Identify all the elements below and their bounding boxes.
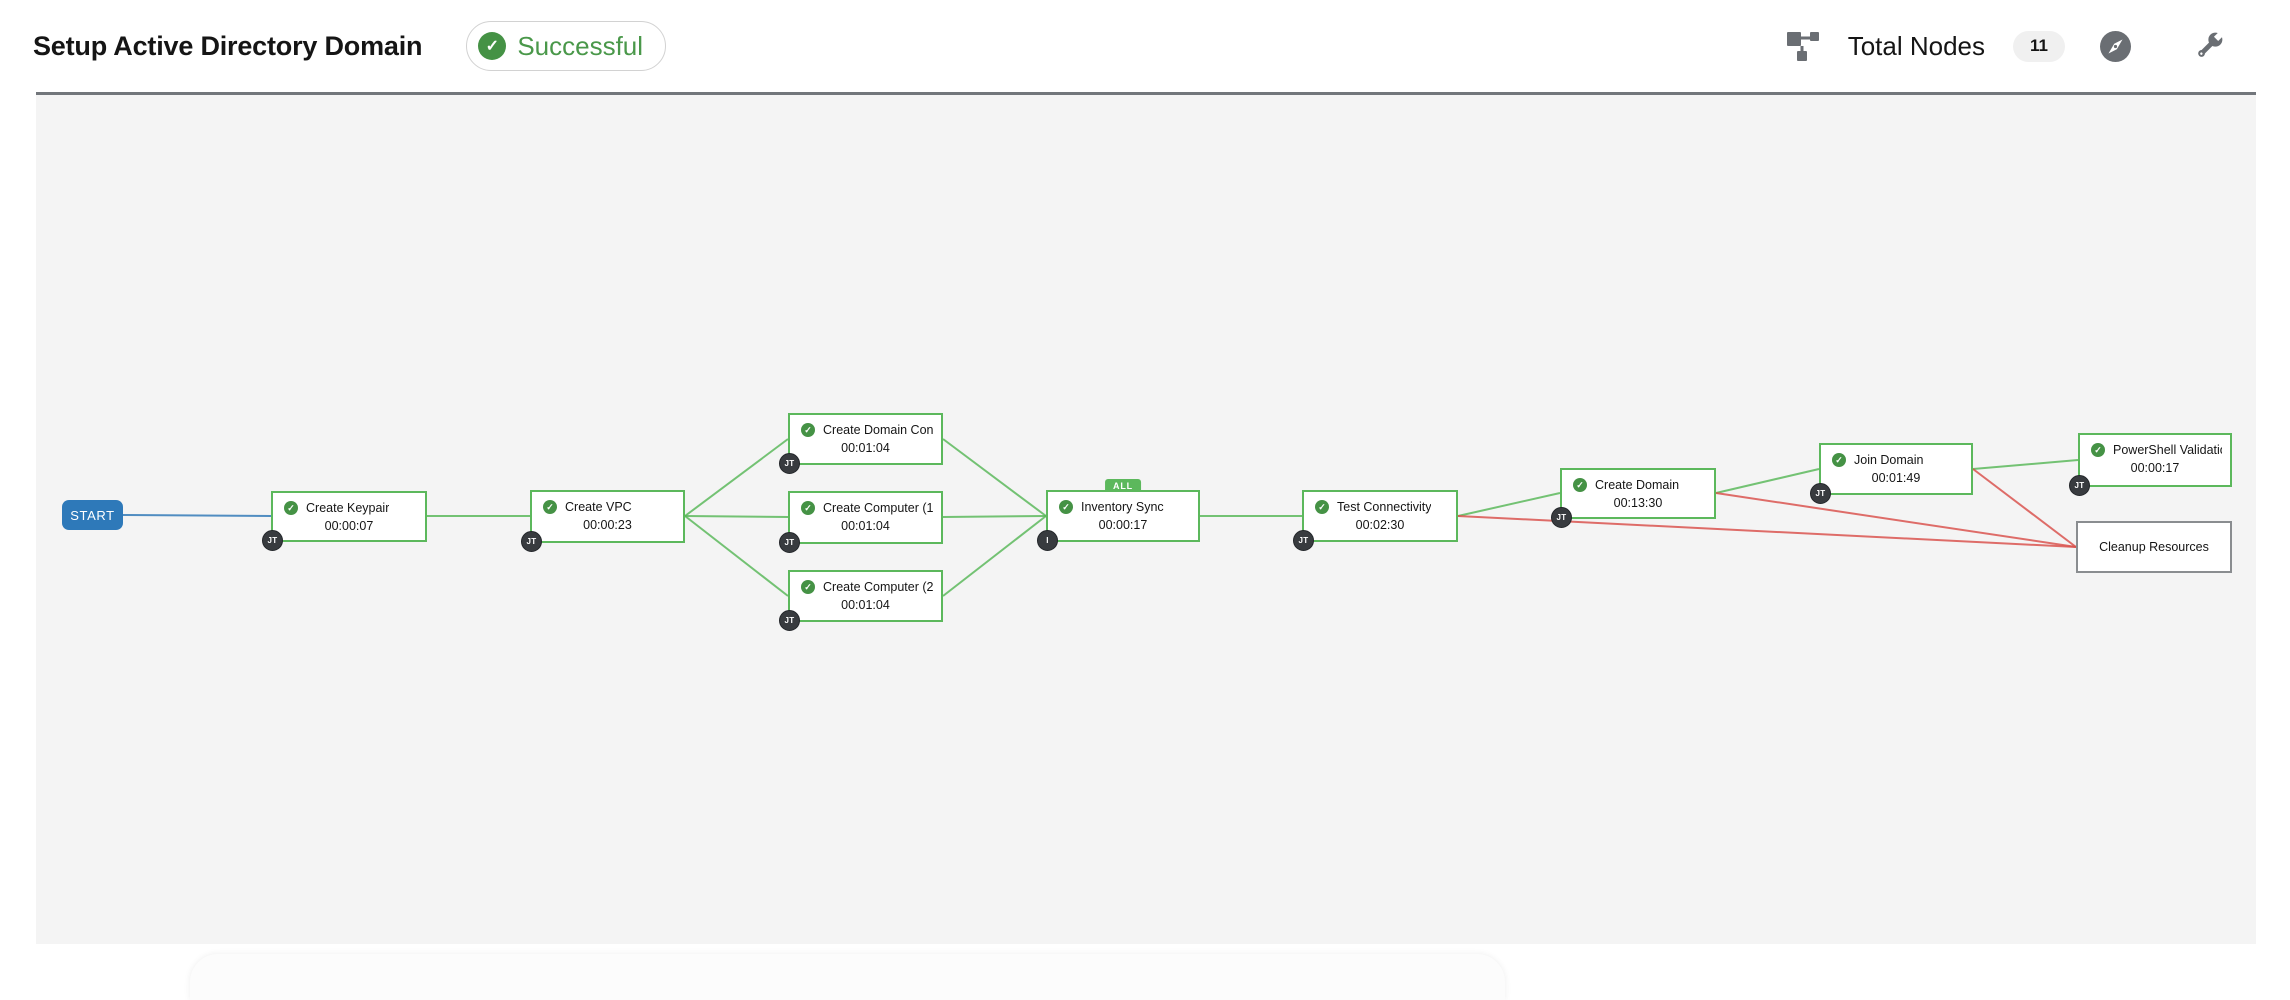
node-elapsed-time: 00:02:30 xyxy=(1355,518,1405,532)
convergence-all-badge: ALL xyxy=(1105,479,1141,492)
node-type-badge: JT xyxy=(521,531,542,552)
node-type-badge: JT xyxy=(779,532,800,553)
workflow-output-header: Setup Active Directory Domain ✓ Successf… xyxy=(0,0,2290,92)
status-success-icon: ✓ xyxy=(543,500,557,514)
workflow-edge-success xyxy=(942,438,1047,517)
workflow-edges xyxy=(122,438,2079,597)
status-badge: ✓ Successful xyxy=(466,21,667,71)
wrench-tools-button[interactable] xyxy=(2192,29,2226,63)
node-type-badge: JT xyxy=(1293,530,1314,551)
node-name: Inventory Sync xyxy=(1081,500,1164,514)
workflow-edge-success xyxy=(684,438,789,517)
status-success-icon: ✓ xyxy=(1059,500,1073,514)
workflow-start-node: START xyxy=(62,500,123,530)
status-label: Successful xyxy=(517,30,644,61)
workflow-node-cleanup-resources[interactable]: Cleanup Resources xyxy=(2076,521,2232,573)
node-type-badge: JT xyxy=(1810,483,1831,504)
status-success-icon: ✓ xyxy=(801,423,815,437)
node-type-badge: JT xyxy=(262,530,283,551)
workflow-edge-success xyxy=(1972,459,2079,470)
node-elapsed-time: 00:13:30 xyxy=(1613,496,1663,510)
status-success-icon: ✓ xyxy=(1832,453,1846,467)
status-success-icon: ✓ xyxy=(1315,500,1329,514)
header-right-group: Total Nodes 11 xyxy=(1786,29,2226,63)
sitemap-icon xyxy=(1786,31,1820,62)
status-success-icon: ✓ xyxy=(801,501,815,515)
node-name: Create Domain xyxy=(1595,478,1680,492)
node-name: PowerShell Validation xyxy=(2113,443,2222,457)
node-elapsed-time: 00:00:17 xyxy=(1098,518,1148,532)
bottom-panel-edge xyxy=(190,954,1505,1000)
page-title: Setup Active Directory Domain xyxy=(33,30,423,61)
node-elapsed-time: 00:01:49 xyxy=(1871,471,1921,485)
success-check-icon: ✓ xyxy=(478,32,507,60)
node-elapsed-time: 00:01:04 xyxy=(841,441,890,455)
node-name: Create Domain Contr... xyxy=(823,423,933,437)
node-elapsed-time: 00:00:17 xyxy=(2130,461,2180,475)
status-success-icon: ✓ xyxy=(284,501,298,515)
status-success-icon: ✓ xyxy=(2091,443,2105,457)
node-name: Create Computer (2) xyxy=(823,580,933,594)
workflow-edge-start xyxy=(122,514,272,517)
node-name: Cleanup Resources xyxy=(2099,540,2209,554)
compass-legend-button[interactable] xyxy=(2099,30,2132,63)
node-name: Create VPC xyxy=(565,500,632,514)
node-elapsed-time: 00:01:04 xyxy=(841,598,890,612)
workflow-edge-success xyxy=(942,515,1047,518)
node-type-badge: JT xyxy=(779,610,800,631)
total-nodes-count-badge: 11 xyxy=(2013,30,2065,62)
status-success-icon: ✓ xyxy=(1573,478,1587,492)
node-name: Join Domain xyxy=(1854,453,1924,467)
node-name: Create Computer (1) xyxy=(823,501,933,515)
status-success-icon: ✓ xyxy=(801,580,815,594)
total-nodes-label: Total Nodes xyxy=(1847,30,1986,61)
workflow-edge-failure xyxy=(1972,468,2077,548)
node-type-badge: JT xyxy=(2069,475,2090,496)
workflow-edge-failure xyxy=(1715,492,2077,548)
workflow-edge-success xyxy=(1457,492,1561,517)
node-type-badge: JT xyxy=(779,453,800,474)
node-elapsed-time: 00:00:07 xyxy=(324,519,374,533)
node-name: Test Connectivity xyxy=(1337,500,1432,514)
workflow-edge-success xyxy=(942,515,1047,597)
node-type-badge: I xyxy=(1037,530,1058,551)
workflow-edge-success xyxy=(684,515,789,518)
node-name: Create Keypair xyxy=(306,501,390,515)
node-type-badge: JT xyxy=(1551,507,1572,528)
workflow-edge-success xyxy=(684,515,789,597)
node-elapsed-time: 00:00:23 xyxy=(583,518,632,532)
workflow-edge-success xyxy=(1715,468,1820,494)
node-elapsed-time: 00:01:04 xyxy=(841,519,890,533)
